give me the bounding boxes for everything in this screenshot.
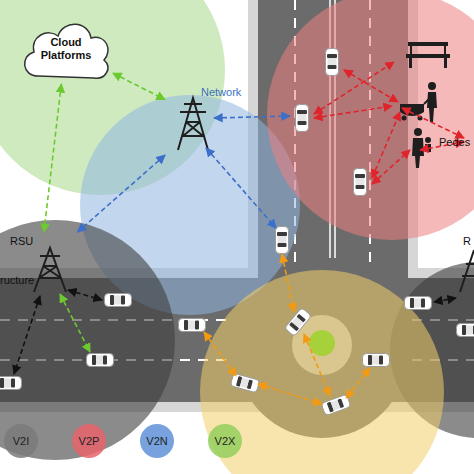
- rsu-node: RSU ructure: [0, 232, 80, 298]
- link-arrow: [304, 334, 330, 396]
- vehicle: [230, 373, 259, 393]
- pedestrian-icon: [444, 46, 446, 54]
- link-arrow: [68, 290, 102, 300]
- legend-item: V2P: [72, 424, 106, 458]
- vehicle: [87, 354, 114, 367]
- vehicle: [363, 354, 390, 367]
- tower-symbol: [34, 98, 474, 292]
- vehicle: [105, 294, 132, 307]
- pedestrian-icon: [410, 46, 412, 54]
- link-arrow: [402, 108, 464, 138]
- coverage-zone: [0, 220, 175, 460]
- pedestrian-icon: [408, 42, 448, 46]
- vehicle: [296, 105, 309, 132]
- legend-label: V2P: [72, 434, 106, 448]
- vehicle: [276, 227, 289, 254]
- node-label: R: [463, 235, 474, 248]
- pedestrian-icon: [414, 128, 422, 136]
- link-arrow: [314, 62, 394, 114]
- link-arrow: [344, 70, 398, 102]
- cloud-node: Cloud Platforms: [18, 14, 113, 84]
- vehicle: [105, 294, 132, 307]
- roundabout-island: [309, 330, 335, 356]
- vehicle: [230, 373, 259, 393]
- vehicle: [457, 324, 474, 337]
- legend-label: V2X: [208, 434, 242, 448]
- tower-symbol: [460, 250, 474, 292]
- vehicle: [326, 49, 339, 76]
- link-connector: [78, 155, 165, 232]
- pedestrian-icon: [400, 104, 424, 116]
- vehicle: [179, 319, 206, 332]
- link-connector: [44, 84, 61, 232]
- link-arrow: [14, 62, 464, 404]
- vehicle: [405, 297, 432, 310]
- link-arrow: [14, 296, 40, 374]
- link-arrow: [282, 254, 294, 312]
- link-arrow: [206, 148, 276, 228]
- link-arrow: [346, 368, 370, 398]
- vehicle: [321, 394, 351, 415]
- tower-symbol: [34, 248, 66, 292]
- pedestrian-icon: [444, 58, 447, 68]
- pedestrian-icon: [406, 54, 450, 58]
- link-arrow: [434, 298, 456, 302]
- legend-item: V2N: [140, 424, 174, 458]
- link-arrow: [258, 384, 322, 404]
- pedestrian-icon: [427, 92, 437, 122]
- vehicle: [179, 319, 206, 332]
- node-label: Cloud Platforms: [32, 36, 100, 62]
- pedestrian-icon: [400, 42, 450, 168]
- legend-label: V2N: [140, 434, 174, 448]
- node-label: Network: [201, 86, 247, 99]
- vehicle: [363, 354, 390, 367]
- pedestrian-zone: Pedes: [392, 34, 474, 170]
- vehicle: [354, 169, 367, 196]
- link-arrow: [372, 112, 400, 178]
- node-label: Pedes: [439, 136, 474, 149]
- network-node: Network: [165, 84, 245, 156]
- pedestrian-icon: [425, 137, 431, 143]
- vehicle: [0, 377, 22, 390]
- tower-symbol: [178, 98, 208, 150]
- vehicle: [326, 49, 339, 76]
- vehicle: [354, 169, 367, 196]
- pedestrian-icon: [412, 138, 424, 168]
- link-arrow: [214, 116, 290, 118]
- rsu-node: R: [455, 232, 474, 294]
- vehicle: [284, 307, 311, 336]
- vehicle: [0, 49, 474, 416]
- pedestrian-icon: [428, 82, 436, 90]
- vehicle: [321, 394, 351, 415]
- node-label: ructure: [0, 274, 44, 287]
- legend-label: V2I: [4, 434, 38, 448]
- vehicle: [296, 105, 309, 132]
- link-arrow: [60, 294, 90, 352]
- vehicle: [0, 377, 22, 390]
- legend-item: V2I: [4, 424, 38, 458]
- link-connector: [113, 73, 165, 99]
- legend-item: V2X: [208, 424, 242, 458]
- pedestrian-icon: [424, 98, 430, 104]
- vehicle: [284, 307, 311, 336]
- pedestrian-icon: [409, 58, 412, 68]
- link-arrow: [314, 106, 392, 118]
- node-label: RSU: [10, 235, 40, 248]
- link-arrow: [204, 332, 236, 376]
- vehicle: [87, 354, 114, 367]
- vehicle: [276, 227, 289, 254]
- vehicle: [457, 324, 474, 337]
- coverage-zone: [267, 0, 474, 240]
- cloud-outline: [25, 24, 108, 78]
- vehicle: [405, 297, 432, 310]
- pedestrian-icon: [402, 116, 407, 121]
- link-arrow: [372, 150, 410, 184]
- coverage-zone: [200, 270, 444, 474]
